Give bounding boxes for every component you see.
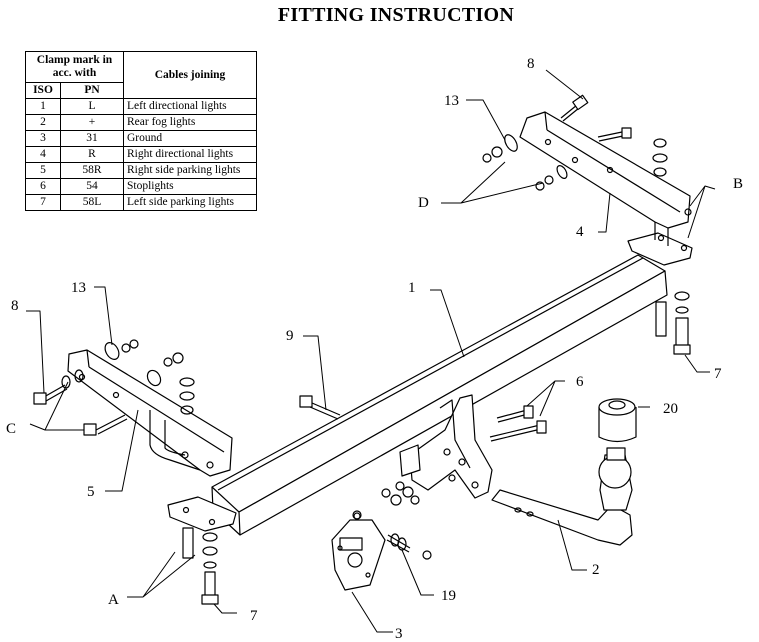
label-20: 20 [663,401,678,417]
right-mounting-bracket [519,111,693,266]
hardware-bolts-nuts [33,94,691,605]
ball-mount-plate [399,394,493,499]
label-d: D [418,195,429,211]
label-8-top: 8 [527,56,535,72]
label-3: 3 [395,626,403,642]
desc-cell: Left side parking lights [123,194,257,211]
table-row: 2+Rear fog lights [25,114,257,131]
tow-ball-arm [491,447,633,546]
desc-cell: Right side parking lights [123,162,257,179]
header-pn: PN [60,82,124,99]
label-6: 6 [576,374,584,390]
ball-cover-cap [598,398,637,443]
label-7-right: 7 [714,366,722,382]
part-labels: 8 13 B D 4 1 8 13 C 9 7 6 20 5 2 A 7 19 … [6,56,743,642]
label-13-top: 13 [444,93,459,109]
page-title: FITTING INSTRUCTION [277,4,515,26]
label-13-left: 13 [71,280,86,296]
label-a: A [108,592,119,608]
label-9: 9 [286,328,294,344]
label-c: C [6,421,16,437]
label-4: 4 [576,224,584,240]
cables-joining-table: Clamp mark in acc. with Cables joining I… [25,51,257,211]
label-7-bottom: 7 [250,608,258,624]
leader-lines [26,69,716,633]
main-cross-bar [211,254,668,536]
label-8-left: 8 [11,298,19,314]
header-clamp-mark: Clamp mark in acc. with [25,51,124,83]
label-2: 2 [592,562,600,578]
label-1: 1 [408,280,416,296]
socket-plate [331,510,386,591]
label-5: 5 [87,484,95,500]
label-19: 19 [441,588,456,604]
pn-cell: 58R [60,162,124,179]
left-mounting-bracket [67,349,237,532]
label-b: B [733,176,743,192]
